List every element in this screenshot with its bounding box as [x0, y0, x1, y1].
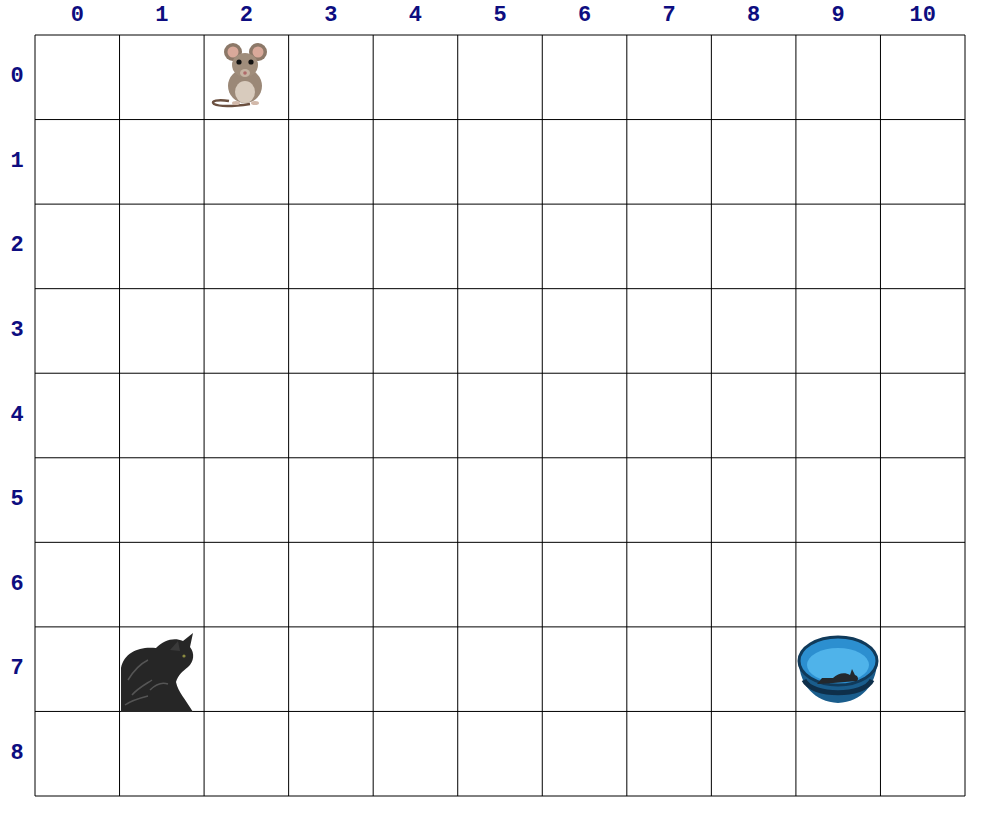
grid-line: [288, 35, 289, 796]
row-number: 2: [10, 233, 23, 259]
grid-line: [35, 35, 36, 796]
column-number: 10: [910, 3, 936, 29]
cat-icon: [121, 633, 193, 712]
grid-line: [35, 542, 965, 543]
grid-line: [35, 288, 965, 289]
grid-line: [880, 35, 881, 796]
grid-line: [119, 35, 120, 796]
row-number: 1: [10, 149, 23, 175]
grid-line: [35, 119, 965, 120]
row-number: 4: [10, 403, 23, 429]
grid-line: [35, 373, 965, 374]
column-number: 7: [662, 3, 675, 29]
grid-line: [795, 35, 796, 796]
grid-line: [965, 35, 966, 796]
grid-lines: [35, 35, 965, 796]
row-number: 5: [10, 487, 23, 513]
row-number: 3: [10, 318, 23, 344]
column-number: 0: [71, 3, 84, 29]
column-number: 8: [747, 3, 760, 29]
grid-line: [35, 204, 965, 205]
mouse-icon: [213, 43, 267, 106]
grid-line: [35, 35, 965, 36]
row-number: 6: [10, 572, 23, 598]
column-number: 2: [240, 3, 253, 29]
grid-line: [542, 35, 543, 796]
grid-line: [626, 35, 627, 796]
row-number: 8: [10, 741, 23, 767]
grid-line: [35, 626, 965, 627]
grid-line: [204, 35, 205, 796]
grid-line: [35, 457, 965, 458]
grid-line: [457, 35, 458, 796]
column-number: 9: [832, 3, 845, 29]
grid-line: [35, 796, 965, 797]
column-number: 5: [493, 3, 506, 29]
column-number: 3: [324, 3, 337, 29]
column-number: 1: [155, 3, 168, 29]
bowl-icon: [799, 637, 877, 703]
grid-line: [711, 35, 712, 796]
column-number: 4: [409, 3, 422, 29]
row-number: 0: [10, 64, 23, 90]
grid-line: [373, 35, 374, 796]
row-number: 7: [10, 656, 23, 682]
column-number: 6: [578, 3, 591, 29]
